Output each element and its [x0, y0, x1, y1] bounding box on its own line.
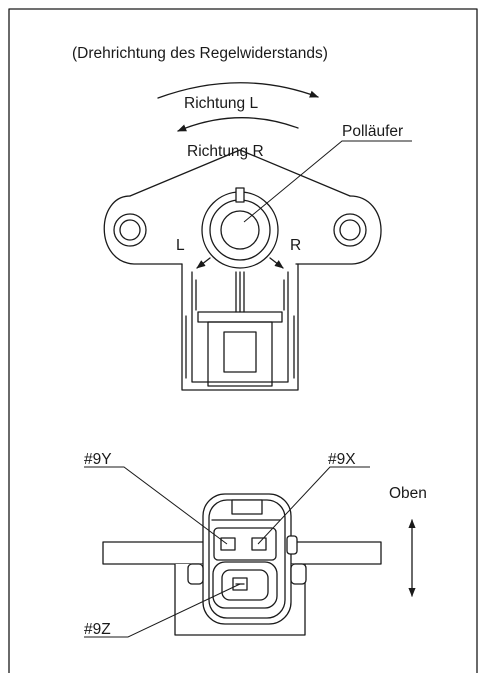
- connector-front-view: [102, 493, 382, 636]
- sensor-body-top-view: [103, 149, 382, 391]
- pin-9x-label: #9X: [328, 451, 356, 468]
- pin-9x-leader: [257, 466, 370, 545]
- pin-9z-leader: [84, 583, 241, 638]
- rotation-caption: (Drehrichtung des Regelwiderstands): [72, 45, 328, 62]
- page-border: [8, 8, 478, 673]
- left-mark: L: [176, 237, 185, 254]
- direction-l-arrow: [157, 82, 319, 99]
- direction-r-arrow: [177, 117, 299, 132]
- pin-9y-label: #9Y: [84, 451, 112, 468]
- orientation-label: Oben: [389, 485, 427, 502]
- direction-l-label: Richtung L: [184, 95, 258, 112]
- pin-9y-leader: [84, 466, 228, 545]
- right-mark: R: [290, 237, 301, 254]
- pin-9z-label: #9Z: [84, 621, 111, 638]
- direction-r-label: Richtung R: [187, 143, 264, 160]
- rotor-leader-line: [243, 140, 412, 223]
- rotor-label: Polläufer: [342, 123, 403, 140]
